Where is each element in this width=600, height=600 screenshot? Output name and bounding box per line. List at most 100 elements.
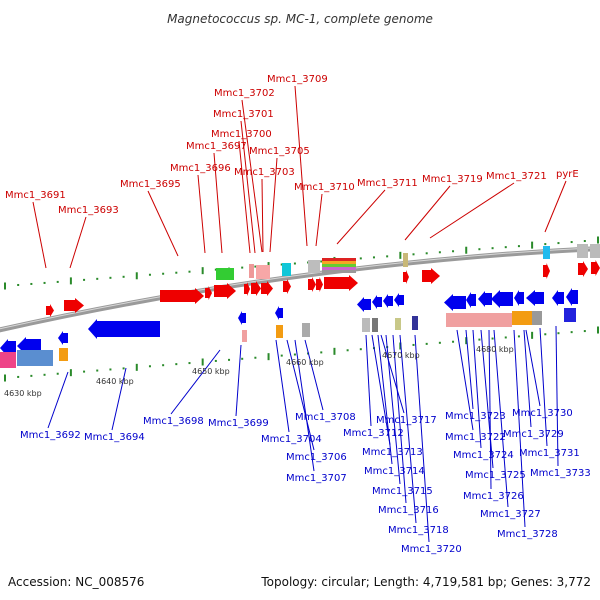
tick-mark <box>17 375 20 378</box>
tick-mark <box>452 250 455 253</box>
tick-mark <box>267 353 270 361</box>
leader-line <box>472 329 482 449</box>
tick-mark <box>148 365 151 368</box>
tick-mark <box>597 326 599 334</box>
leader-line <box>465 329 474 410</box>
gene-arrow-forward <box>324 275 358 291</box>
gene-label-reverse: Mmc1_3724 <box>453 450 514 461</box>
tick-mark <box>280 354 283 357</box>
tick-mark <box>214 268 217 271</box>
tick-mark <box>491 337 494 340</box>
tick-mark <box>254 356 257 359</box>
leader-line <box>275 339 290 433</box>
gene-label-reverse: Mmc1_3692 <box>20 430 81 441</box>
leader-line <box>269 157 278 253</box>
tick-mark <box>148 273 151 276</box>
leader-line <box>380 334 405 414</box>
kbp-label: 4680 kbp <box>476 345 514 354</box>
gene-arrow-reverse <box>88 319 160 339</box>
leader-line <box>480 329 494 469</box>
tick-mark <box>188 270 191 273</box>
gene-arrow-forward <box>308 277 316 292</box>
topology-text: Topology: circular; Length: 4,719,581 bp… <box>260 575 591 589</box>
tick-mark <box>135 272 138 280</box>
gene-label-reverse: Mmc1_3718 <box>388 525 449 536</box>
tick-mark <box>56 280 59 283</box>
tick-mark <box>162 364 165 367</box>
category-block <box>322 261 356 264</box>
tick-mark <box>293 262 296 265</box>
kbp-label: 4640 kbp <box>96 377 134 386</box>
kbp-label: 4650 kbp <box>192 367 230 376</box>
tick-mark <box>583 330 586 333</box>
leader-line <box>371 334 391 446</box>
tick-mark <box>293 353 296 356</box>
gene-arrow-forward <box>64 298 84 313</box>
category-block <box>446 313 486 327</box>
gene-label-forward: pyrE <box>556 169 579 180</box>
tick-mark <box>478 338 481 341</box>
tick-mark <box>517 245 520 248</box>
category-block <box>282 263 291 276</box>
tick-mark <box>201 267 204 275</box>
leader-line <box>294 85 308 247</box>
category-block <box>242 330 247 342</box>
gene-label-reverse: Mmc1_3699 <box>208 418 269 429</box>
leader-line <box>235 344 242 417</box>
gene-arrow-reverse <box>566 288 578 306</box>
leader-line <box>238 140 251 254</box>
gene-arrow-reverse <box>58 331 68 345</box>
gene-arrow-reverse <box>238 311 246 325</box>
leader-line <box>197 174 206 254</box>
gene-arrow-forward <box>251 281 261 296</box>
category-block <box>543 246 550 259</box>
leader-line <box>523 329 532 428</box>
leader-line <box>47 371 69 429</box>
leader-line <box>240 120 256 254</box>
tick-mark <box>135 363 138 371</box>
gene-arrow-forward <box>422 268 440 284</box>
tick-mark <box>412 343 415 346</box>
tick-mark <box>69 277 72 285</box>
gene-arrow-forward <box>205 286 212 300</box>
tick-mark <box>4 282 6 290</box>
gene-label-reverse: Mmc1_3722 <box>445 432 506 443</box>
gene-arrow-forward <box>244 282 250 296</box>
leader-line <box>544 180 567 233</box>
category-block <box>532 311 542 325</box>
category-block <box>322 258 356 261</box>
tick-mark <box>544 333 547 336</box>
tick-mark <box>109 368 112 371</box>
gene-label-forward: Mmc1_3702 <box>214 88 275 99</box>
category-block <box>322 267 356 270</box>
kbp-label: 4660 kbp <box>286 358 324 367</box>
tick-mark <box>83 278 86 281</box>
gene-label-forward: Mmc1_3693 <box>58 205 119 216</box>
tick-mark <box>438 251 441 254</box>
tick-mark <box>425 342 428 345</box>
gene-label-forward: Mmc1_3711 <box>357 178 418 189</box>
category-block <box>256 265 270 279</box>
gene-label-reverse: Mmc1_3728 <box>497 529 558 540</box>
tick-mark <box>162 272 165 275</box>
leader-line <box>513 329 526 528</box>
gene-label-reverse: Mmc1_3698 <box>143 416 204 427</box>
tick-mark <box>399 342 402 350</box>
leader-line <box>525 329 541 407</box>
tick-mark <box>597 236 599 244</box>
tick-mark <box>96 369 99 372</box>
gene-arrow-forward <box>46 304 54 317</box>
tick-mark <box>175 271 178 274</box>
gene-arrow-forward <box>214 283 236 299</box>
gene-label-forward: Mmc1_3719 <box>422 174 483 185</box>
gene-arrow-reverse <box>275 306 283 320</box>
gene-label-forward: Mmc1_3721 <box>486 171 547 182</box>
tick-mark <box>280 263 283 266</box>
leader-line <box>213 152 223 254</box>
leader-line <box>429 182 515 239</box>
tick-mark <box>201 358 204 366</box>
tick-mark <box>346 349 349 352</box>
tick-mark <box>175 363 178 366</box>
kbp-label: 4670 kbp <box>382 351 420 360</box>
gene-arrow-forward <box>283 279 291 294</box>
